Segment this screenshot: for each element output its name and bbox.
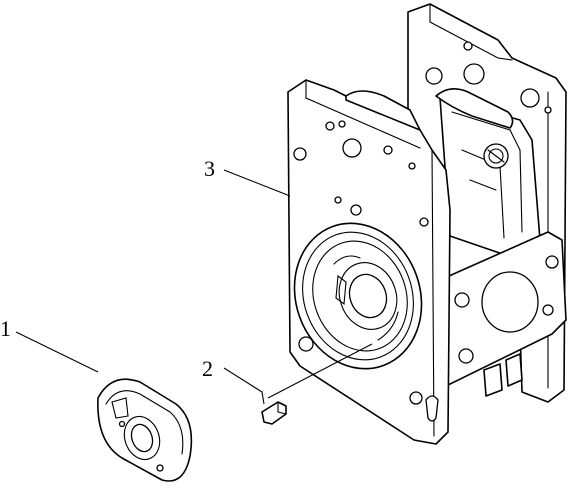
callout-label-3: 3 — [204, 156, 215, 181]
gasket-plate — [429, 231, 567, 397]
front-housing — [287, 79, 451, 445]
leader-line-1 — [15, 331, 99, 373]
leader-line-2 — [223, 367, 265, 405]
callout-label-1: 1 — [0, 316, 11, 341]
callout-label-2: 2 — [202, 356, 213, 381]
thrust-plate — [97, 378, 193, 482]
seal-key — [261, 401, 287, 425]
leader-line-3 — [223, 169, 291, 197]
leader-line-2b — [267, 343, 373, 399]
leader-lines — [15, 169, 373, 405]
